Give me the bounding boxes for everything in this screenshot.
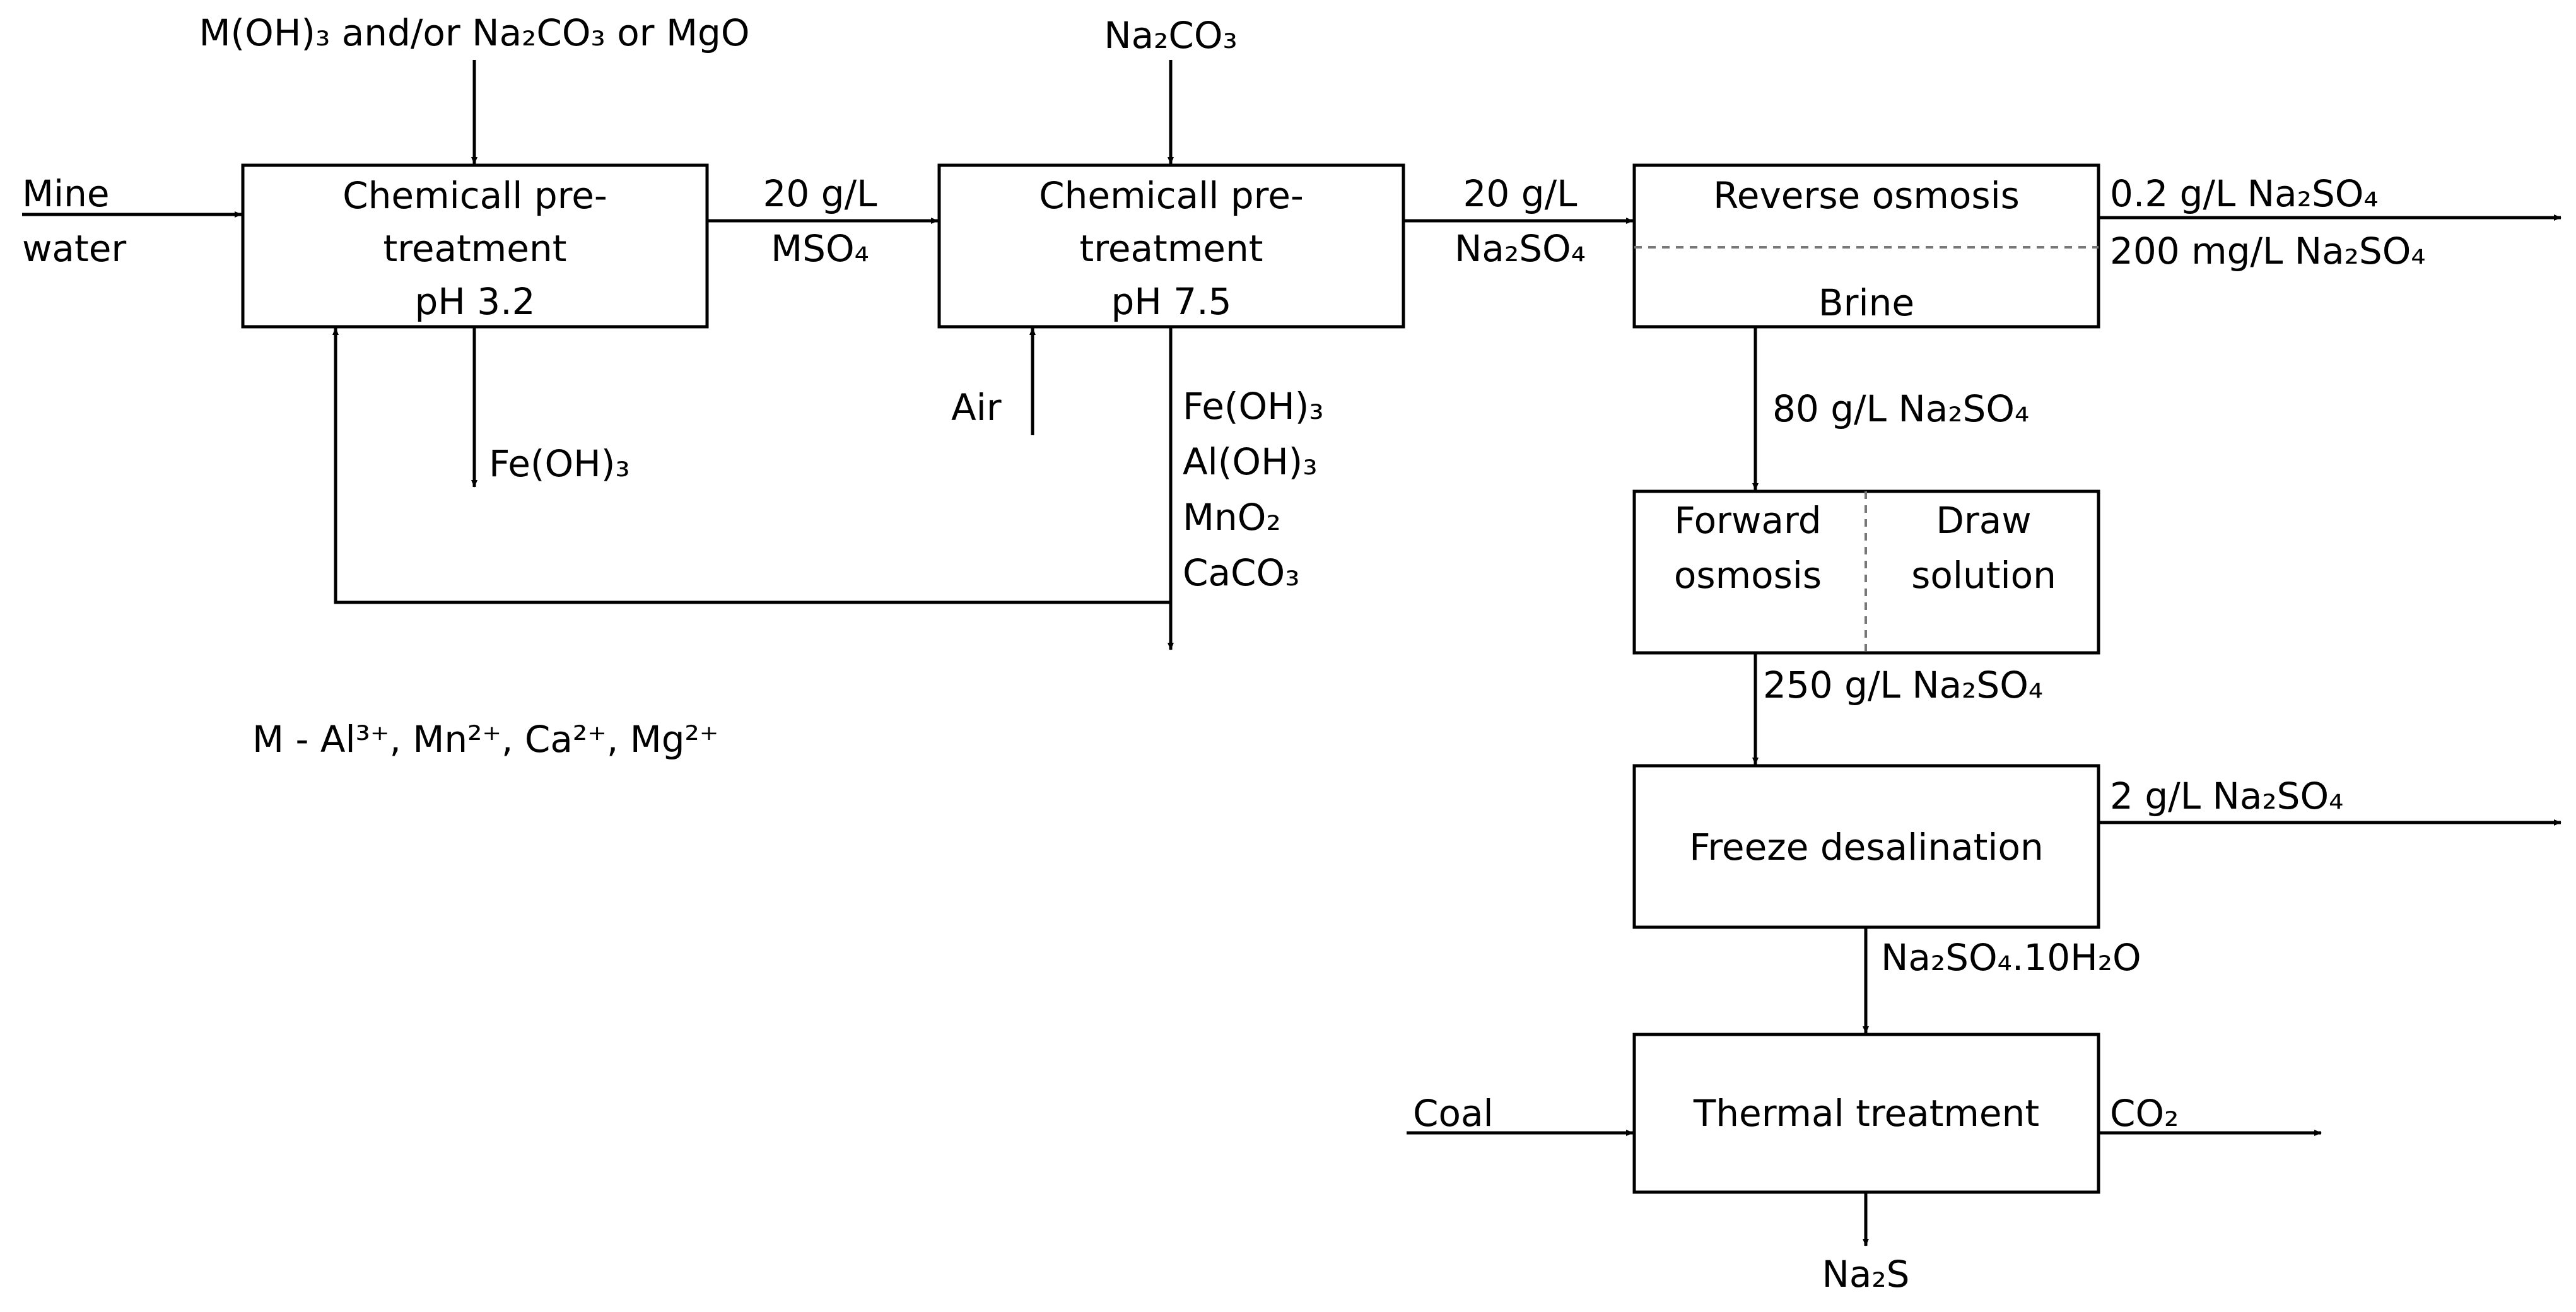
metal-legend: M - Al³⁺, Mn²⁺, Ca²⁺, Mg²⁺ (252, 718, 718, 761)
pretreat-1-line-1: Chemicall pre- (342, 174, 607, 217)
reverse-osmosis-box (1632, 163, 2100, 329)
ro-bottom-label: Brine (1818, 281, 1914, 324)
fo-right-line-1: Draw (1936, 499, 2032, 542)
thermal-treatment-box (1632, 1033, 2100, 1194)
co2-label: CO₂ (2110, 1092, 2179, 1135)
precipitate-2-line-2: Al(OH)₃ (1183, 440, 1318, 483)
fo-right-line-2: solution (1911, 554, 2056, 597)
pretreat-2-line-2: treatment (1080, 227, 1263, 270)
ro-permeate-label-1: 0.2 g/L Na₂SO₄ (2110, 172, 2379, 215)
recycle-loop (332, 327, 1171, 604)
air-label: Air (951, 386, 1002, 429)
crystal-label: Na₂SO₄.10H₂O (1881, 936, 2141, 979)
coal-label: Coal (1413, 1092, 1494, 1135)
precipitate-2-line-1: Fe(OH)₃ (1183, 385, 1324, 428)
precipitate-2-line-4: CaCO₃ (1183, 551, 1299, 594)
fo-out-label: 250 g/L Na₂SO₄ (1763, 664, 2043, 706)
ro-permeate-label-2: 200 mg/L Na₂SO₄ (2110, 230, 2426, 272)
freeze-label: Freeze desalination (1689, 826, 2044, 869)
stream-1-conc: 20 g/L (763, 172, 877, 215)
freeze-desalination-box (1632, 764, 2100, 929)
fo-left-line-1: Forward (1674, 499, 1821, 542)
mine-water-label-1: Mine (22, 172, 110, 215)
stream-1-species: MSO₄ (771, 227, 869, 270)
pretreat-2-line-1: Chemicall pre- (1039, 174, 1304, 217)
freeze-out-label: 2 g/L Na₂SO₄ (2110, 775, 2343, 817)
pretreat-2-line-3: pH 7.5 (1111, 280, 1231, 323)
ro-top-label: Reverse osmosis (1713, 174, 2020, 217)
brine-label: 80 g/L Na₂SO₄ (1772, 387, 2029, 430)
pretreat-1-line-2: treatment (383, 227, 567, 270)
product-label: Na₂S (1822, 1253, 1910, 1296)
thermal-label: Thermal treatment (1693, 1092, 2039, 1135)
stream-2-conc: 20 g/L (1463, 172, 1578, 215)
stream-2-species: Na₂SO₄ (1455, 227, 1586, 270)
reagent-2-label: Na₂CO₃ (1104, 14, 1238, 57)
reagent-1-label: M(OH)₃ and/or Na₂CO₃ or MgO (199, 11, 750, 54)
pretreatment-ph75-box (937, 163, 1405, 329)
precipitate-1-label: Fe(OH)₃ (489, 442, 630, 485)
precipitate-2-line-3: MnO₂ (1183, 496, 1281, 539)
pretreatment-ph32-box (241, 163, 709, 329)
pretreat-1-line-3: pH 3.2 (414, 280, 535, 323)
mine-water-label-2: water (22, 227, 126, 270)
forward-osmosis-box (1632, 489, 2100, 655)
fo-left-line-2: osmosis (1674, 554, 1822, 597)
